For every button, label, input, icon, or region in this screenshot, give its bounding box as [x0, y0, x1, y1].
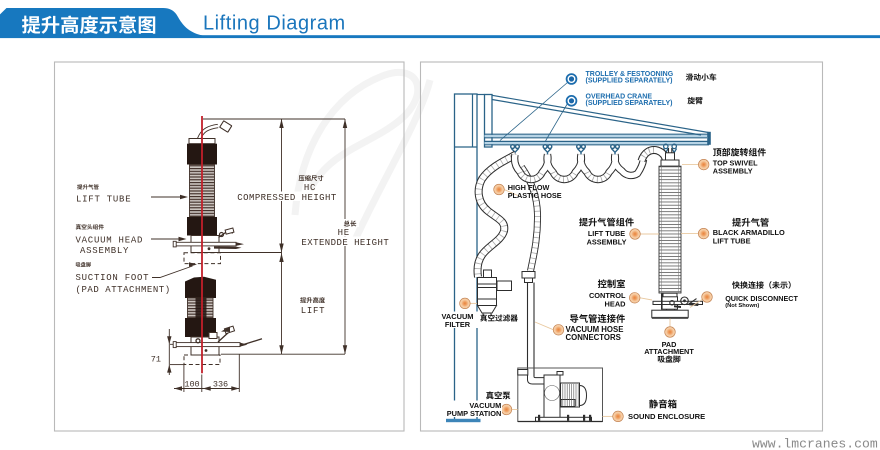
- svg-text:LIFT: LIFT: [301, 306, 325, 316]
- svg-text:EXTENDDE HEIGHT: EXTENDDE HEIGHT: [301, 238, 389, 248]
- svg-text:COMPRESSED HEIGHT: COMPRESSED HEIGHT: [237, 193, 337, 203]
- svg-text:VACUUM HEAD: VACUUM HEAD: [76, 235, 144, 245]
- svg-text:SOUND ENCLOSURE: SOUND ENCLOSURE: [628, 412, 705, 421]
- svg-text:100: 100: [184, 380, 199, 390]
- svg-text:HEAD: HEAD: [605, 300, 627, 309]
- svg-text:BLACK ARMADILLO: BLACK ARMADILLO: [713, 228, 785, 237]
- svg-text:PAD: PAD: [662, 340, 677, 349]
- svg-text:OVERHEAD CRANE: OVERHEAD CRANE: [586, 94, 653, 101]
- svg-text:www.lmcranes.com: www.lmcranes.com: [752, 437, 878, 450]
- svg-text:TOP SWIVEL: TOP SWIVEL: [713, 159, 758, 168]
- svg-text:336: 336: [213, 380, 228, 390]
- svg-text:LIFT TUBE: LIFT TUBE: [713, 237, 751, 246]
- svg-text:HIGH FLOW: HIGH FLOW: [508, 183, 550, 192]
- svg-text:HE: HE: [338, 228, 350, 238]
- svg-text:TROLLEY & FESTOONING: TROLLEY & FESTOONING: [586, 71, 674, 78]
- svg-text:LIFT TUBE: LIFT TUBE: [588, 229, 625, 238]
- svg-text:PLASTIC HOSE: PLASTIC HOSE: [508, 191, 562, 200]
- svg-text:CONTROL: CONTROL: [589, 291, 626, 300]
- svg-text:PUMP STATION: PUMP STATION: [447, 409, 502, 418]
- svg-text:FILTER: FILTER: [445, 320, 471, 329]
- svg-text:VACUUM: VACUUM: [442, 312, 474, 321]
- svg-text:VACUUM: VACUUM: [469, 401, 501, 410]
- svg-text:Lifting Diagram: Lifting Diagram: [203, 13, 346, 35]
- svg-text:ASSEMBLY: ASSEMBLY: [713, 166, 753, 175]
- svg-text:(SUPPLIED SEPARATELY): (SUPPLIED SEPARATELY): [586, 78, 673, 85]
- svg-text:LIFT TUBE: LIFT TUBE: [76, 195, 131, 205]
- svg-text:ATTACHMENT: ATTACHMENT: [644, 347, 694, 356]
- svg-text:ASSEMBLY: ASSEMBLY: [587, 238, 627, 247]
- svg-text:ASSEMBLY: ASSEMBLY: [80, 246, 129, 256]
- svg-text:(SUPPLIED SEPARATELY): (SUPPLIED SEPARATELY): [586, 100, 673, 107]
- svg-text:CONNECTORS: CONNECTORS: [566, 333, 621, 342]
- svg-text:QUICK DISCONNECT: QUICK DISCONNECT: [725, 294, 798, 303]
- svg-text:HC: HC: [304, 183, 316, 193]
- svg-text:71: 71: [151, 355, 161, 365]
- svg-text:VACUUM HOSE: VACUUM HOSE: [566, 325, 624, 334]
- svg-text:(Not Shown): (Not Shown): [725, 303, 759, 309]
- svg-text:SUCTION FOOT: SUCTION FOOT: [76, 273, 150, 283]
- svg-text:(PAD ATTACHMENT): (PAD ATTACHMENT): [76, 285, 171, 295]
